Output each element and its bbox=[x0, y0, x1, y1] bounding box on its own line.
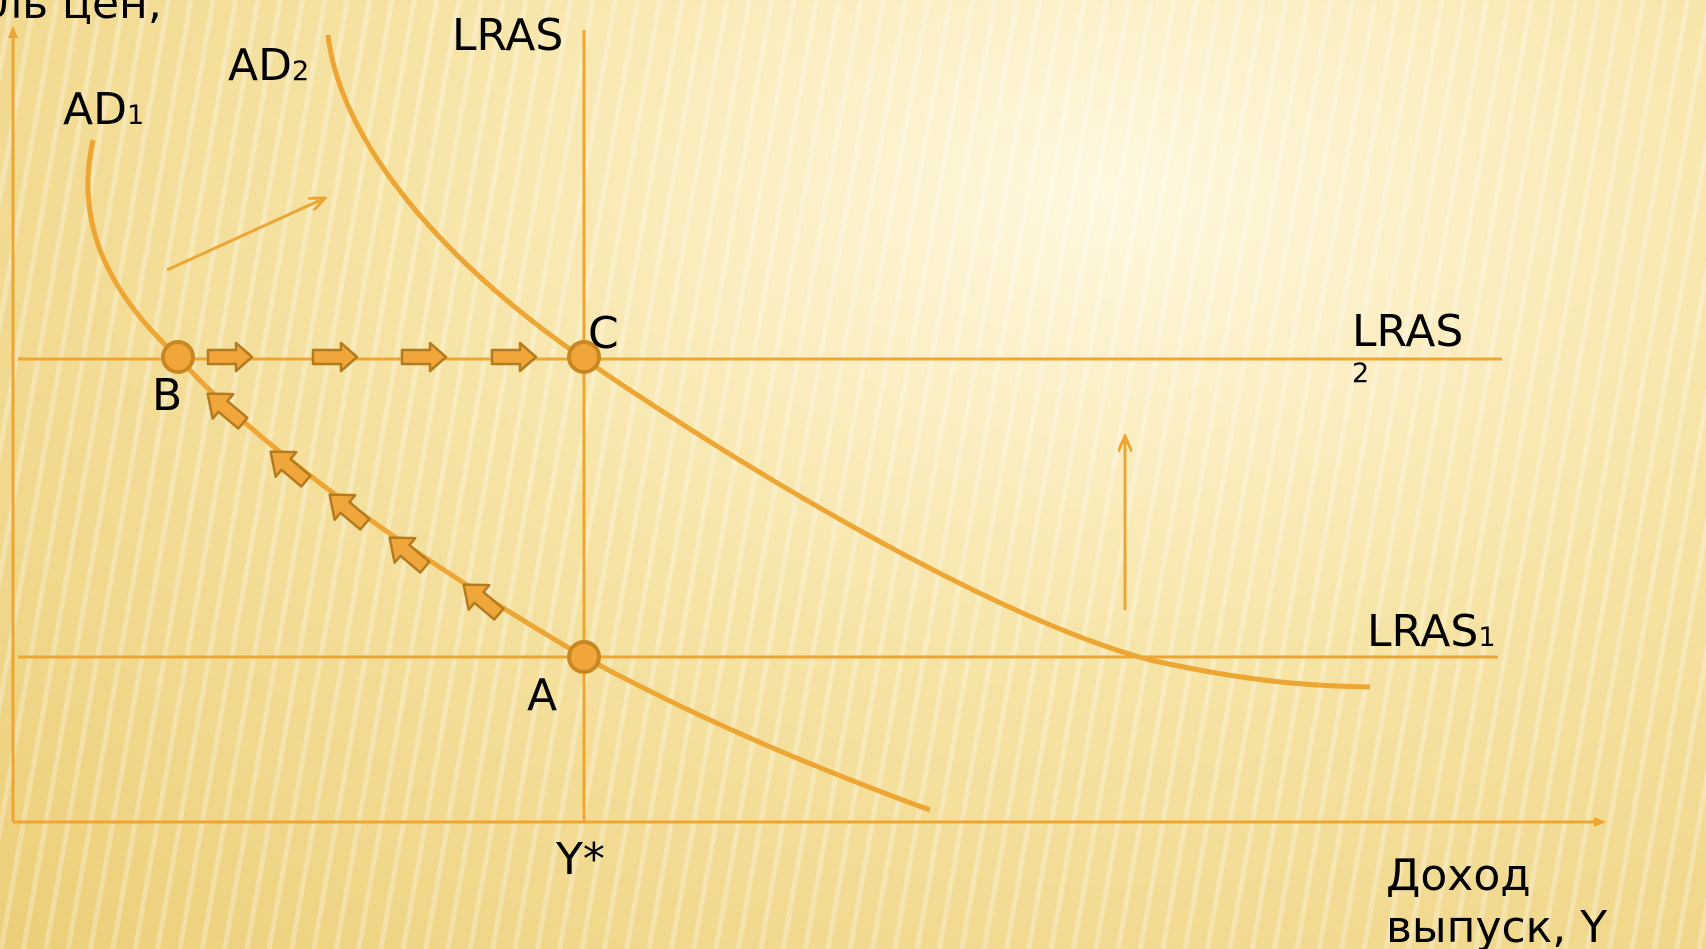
point-b-label: B bbox=[152, 370, 183, 421]
point-c-marker bbox=[567, 340, 601, 374]
lras1-label-sub: 1 bbox=[1478, 622, 1496, 653]
block-arrow-icon bbox=[400, 341, 448, 373]
ad1-label-base: AD bbox=[63, 84, 127, 135]
ad1-label-sub: 1 bbox=[126, 100, 145, 131]
x-axis-title: Доход выпуск, Y bbox=[1386, 850, 1608, 949]
point-a-label: A bbox=[527, 670, 558, 721]
ad2-curve bbox=[325, 34, 1371, 690]
block-arrow-icon bbox=[388, 536, 431, 574]
lras2-label: LRAS 2 bbox=[1352, 310, 1463, 389]
ad1-label: AD1 bbox=[63, 88, 144, 132]
ad2-label-sub: 2 bbox=[291, 56, 310, 87]
lras2-label-base: LRAS bbox=[1352, 306, 1464, 357]
ad1-curve bbox=[85, 139, 931, 813]
block-arrow-icon bbox=[328, 493, 371, 531]
ad2-label-base: AD bbox=[228, 40, 292, 91]
lras1-label-base: LRAS bbox=[1367, 606, 1479, 657]
point-c-label: C bbox=[588, 308, 619, 359]
y-star-label: Y* bbox=[556, 834, 605, 885]
point-a-marker bbox=[567, 640, 601, 674]
lras1-label: LRAS1 bbox=[1367, 610, 1496, 654]
block-arrow-icon bbox=[311, 341, 359, 373]
y-axis-title: ль цен, bbox=[0, 0, 162, 29]
block-arrow-icon bbox=[206, 392, 249, 430]
point-b-marker bbox=[161, 340, 195, 374]
block-arrow-icon bbox=[490, 341, 538, 373]
shift-arrow-icon bbox=[166, 198, 325, 272]
lras2-label-sub: 2 bbox=[1352, 358, 1370, 389]
block-arrow-icon bbox=[462, 583, 505, 621]
block-arrow-icon bbox=[206, 341, 254, 373]
block-arrow-icon bbox=[269, 450, 312, 488]
block-arrows-diagonal bbox=[206, 392, 505, 621]
block-arrows-horizontal bbox=[206, 341, 538, 373]
lras-vertical-label: LRAS bbox=[452, 10, 564, 61]
ad2-label: AD2 bbox=[228, 44, 309, 88]
